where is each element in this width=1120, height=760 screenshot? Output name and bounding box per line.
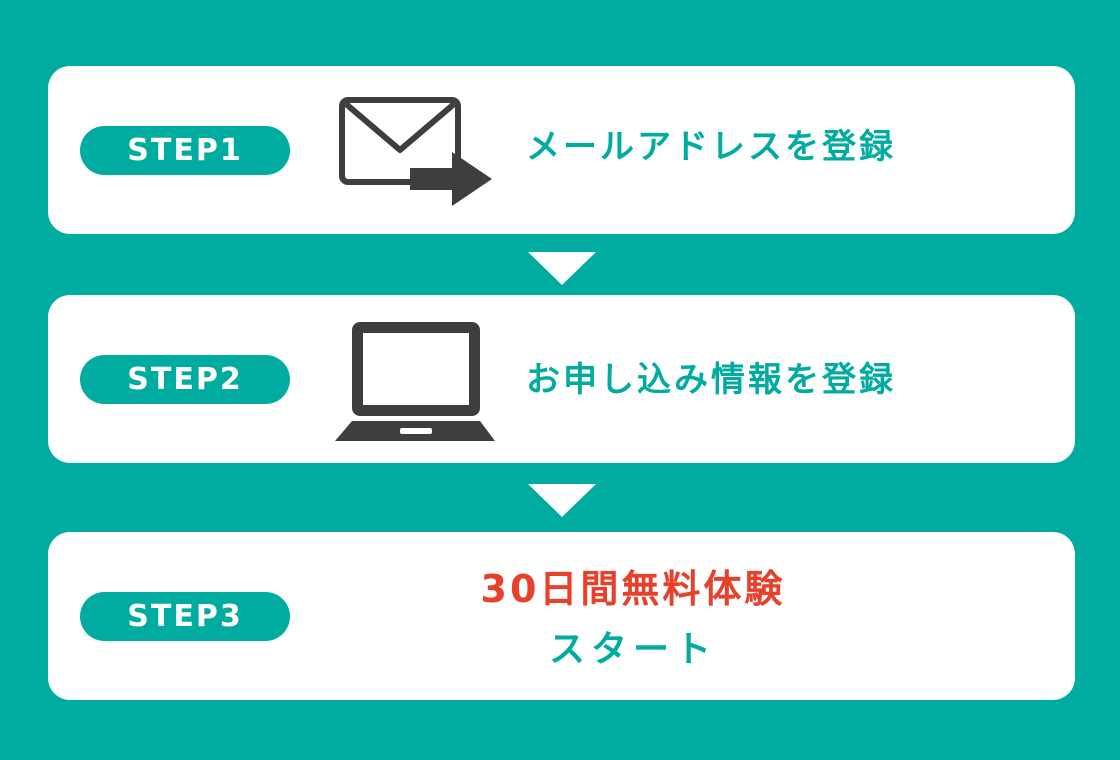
step-card-1: STEP1 メールアドレスを登録 <box>48 66 1075 234</box>
step-badge: STEP1 <box>80 126 290 175</box>
step-description: スタート <box>548 629 717 670</box>
mail-send-icon <box>339 97 492 206</box>
step-card-2: STEP2 お申し込み情報を登録 <box>48 295 1075 463</box>
step-description: メールアドレスを登録 <box>526 127 896 167</box>
down-arrow-icon <box>528 252 596 285</box>
down-arrow-icon <box>528 484 596 517</box>
step-badge: STEP2 <box>80 355 290 404</box>
step-card-3: STEP3 30日間無料体験 スタート <box>48 532 1075 700</box>
free-trial-label: 30日間無料体験 <box>480 567 786 611</box>
laptop-icon <box>335 322 495 441</box>
step-description: お申し込み情報を登録 <box>526 360 896 400</box>
step-badge: STEP3 <box>80 592 290 641</box>
